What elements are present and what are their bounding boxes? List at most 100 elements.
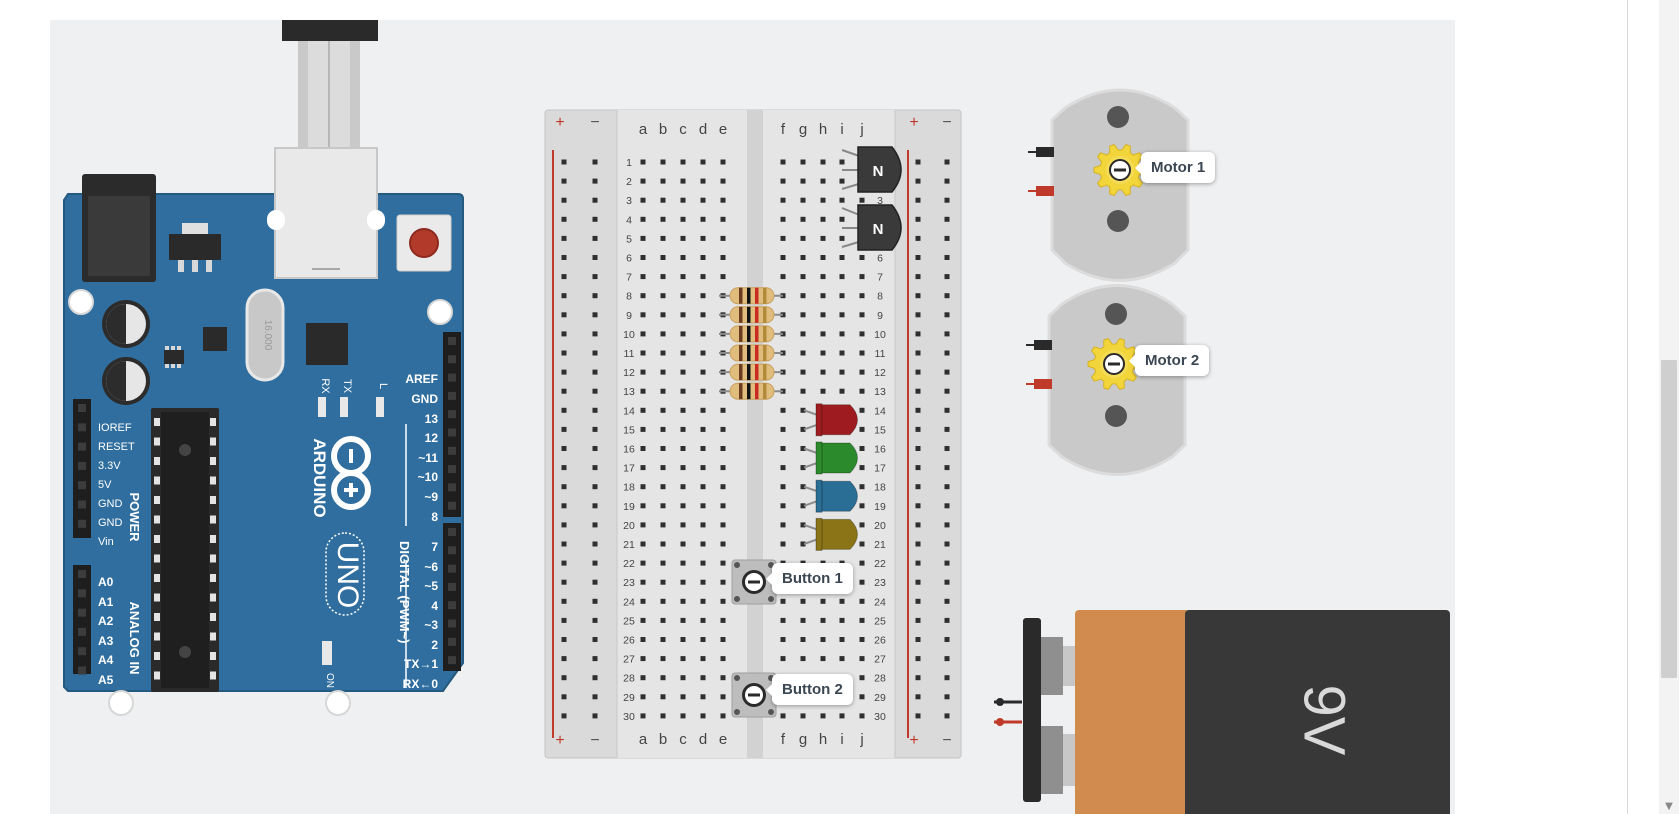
transistors[interactable]: N N	[841, 146, 902, 251]
rail-hole[interactable]	[944, 255, 950, 260]
breadboard-hole[interactable]	[640, 331, 646, 337]
breadboard-hole[interactable]	[839, 235, 845, 241]
breadboard-hole[interactable]	[720, 656, 726, 662]
breadboard-hole[interactable]	[800, 426, 806, 432]
breadboard-hole[interactable]	[640, 235, 646, 241]
led-1[interactable]	[803, 403, 858, 437]
rail-hole[interactable]	[944, 312, 950, 318]
circuit-scene[interactable]: 16.000 RX TX L ARDUINO UNO ON	[50, 20, 1455, 814]
breadboard-hole[interactable]	[660, 426, 666, 432]
breadboard-hole[interactable]	[780, 541, 786, 547]
rail-hole[interactable]	[944, 331, 950, 337]
header-pin[interactable]	[78, 500, 86, 509]
breadboard-hole[interactable]	[820, 656, 826, 662]
led-2[interactable]	[803, 441, 858, 475]
rail-hole[interactable]	[915, 579, 921, 585]
breadboard-hole[interactable]	[640, 598, 646, 604]
breadboard-hole[interactable]	[859, 446, 865, 451]
header-pin[interactable]	[448, 656, 456, 665]
rail-hole[interactable]	[915, 713, 921, 719]
breadboard-hole[interactable]	[700, 426, 706, 432]
breadboard-hole[interactable]	[780, 407, 786, 413]
rail-hole[interactable]	[561, 331, 567, 337]
rail-hole[interactable]	[592, 598, 598, 604]
breadboard-hole[interactable]	[660, 331, 666, 337]
breadboard-hole[interactable]	[820, 178, 826, 184]
breadboard-hole[interactable]	[800, 446, 806, 451]
header-pin[interactable]	[448, 410, 456, 419]
breadboard-hole[interactable]	[640, 388, 646, 394]
breadboard-hole[interactable]	[680, 197, 686, 203]
breadboard-hole[interactable]	[780, 426, 786, 432]
breadboard-hole[interactable]	[700, 407, 706, 413]
header-pin[interactable]	[78, 423, 86, 432]
rail-hole[interactable]	[561, 598, 567, 604]
breadboard-hole[interactable]	[820, 713, 826, 719]
rail-hole[interactable]	[592, 388, 598, 394]
breadboard-hole[interactable]	[680, 579, 686, 585]
breadboard-hole[interactable]	[720, 560, 726, 566]
breadboard-hole[interactable]	[859, 617, 865, 623]
breadboard-hole[interactable]	[780, 484, 786, 490]
rail-hole[interactable]	[561, 197, 567, 203]
breadboard-hole[interactable]	[680, 541, 686, 547]
header-pin[interactable]	[78, 481, 86, 490]
header-pin[interactable]	[448, 582, 456, 591]
breadboard-hole[interactable]	[859, 293, 865, 299]
rail-hole[interactable]	[561, 350, 567, 356]
rail-hole[interactable]	[561, 617, 567, 623]
rail-hole[interactable]	[944, 617, 950, 623]
breadboard-hole[interactable]	[859, 541, 865, 547]
breadboard-hole[interactable]	[820, 637, 826, 642]
rail-hole[interactable]	[561, 656, 567, 662]
breadboard-hole[interactable]	[660, 216, 666, 222]
breadboard-hole[interactable]	[720, 503, 726, 509]
breadboard-hole[interactable]	[859, 484, 865, 490]
breadboard-hole[interactable]	[839, 656, 845, 662]
rail-hole[interactable]	[561, 312, 567, 318]
rail-hole[interactable]	[944, 426, 950, 432]
breadboard-hole[interactable]	[800, 197, 806, 203]
breadboard-hole[interactable]	[859, 522, 865, 528]
breadboard-hole[interactable]	[640, 312, 646, 318]
rail-hole[interactable]	[561, 522, 567, 528]
breadboard-hole[interactable]	[800, 484, 806, 490]
breadboard-hole[interactable]	[839, 178, 845, 184]
breadboard-hole[interactable]	[780, 713, 786, 719]
rail-hole[interactable]	[592, 541, 598, 547]
breadboard-hole[interactable]	[720, 235, 726, 241]
breadboard-hole[interactable]	[680, 617, 686, 623]
breadboard-hole[interactable]	[820, 312, 826, 318]
rail-hole[interactable]	[561, 369, 567, 375]
breadboard-hole[interactable]	[780, 178, 786, 184]
breadboard-hole[interactable]	[660, 465, 666, 471]
breadboard-hole[interactable]	[800, 159, 806, 165]
rail-hole[interactable]	[561, 159, 567, 165]
breadboard-hole[interactable]	[680, 388, 686, 394]
rail-hole[interactable]	[561, 675, 567, 681]
breadboard-hole[interactable]	[700, 484, 706, 490]
button-1-label[interactable]: Button 1	[766, 563, 853, 594]
breadboard-hole[interactable]	[780, 235, 786, 241]
breadboard-hole[interactable]	[700, 541, 706, 547]
breadboard-hole[interactable]	[640, 560, 646, 566]
circuit-canvas[interactable]: 16.000 RX TX L ARDUINO UNO ON	[50, 20, 1455, 814]
rail-hole[interactable]	[944, 197, 950, 203]
breadboard-hole[interactable]	[800, 350, 806, 356]
rail-hole[interactable]	[915, 159, 921, 165]
header-pin[interactable]	[448, 465, 456, 474]
breadboard-hole[interactable]	[700, 579, 706, 585]
breadboard-hole[interactable]	[640, 503, 646, 509]
breadboard-hole[interactable]	[839, 312, 845, 318]
header-pin[interactable]	[448, 501, 456, 510]
header-pin[interactable]	[448, 483, 456, 492]
breadboard-hole[interactable]	[800, 465, 806, 471]
rail-hole[interactable]	[592, 178, 598, 184]
breadboard-hole[interactable]	[780, 197, 786, 203]
rail-hole[interactable]	[592, 407, 598, 413]
breadboard-hole[interactable]	[640, 713, 646, 719]
breadboard-hole[interactable]	[720, 579, 726, 585]
rail-hole[interactable]	[592, 675, 598, 681]
breadboard-hole[interactable]	[660, 598, 666, 604]
scrollbar-thumb[interactable]	[1661, 360, 1677, 678]
